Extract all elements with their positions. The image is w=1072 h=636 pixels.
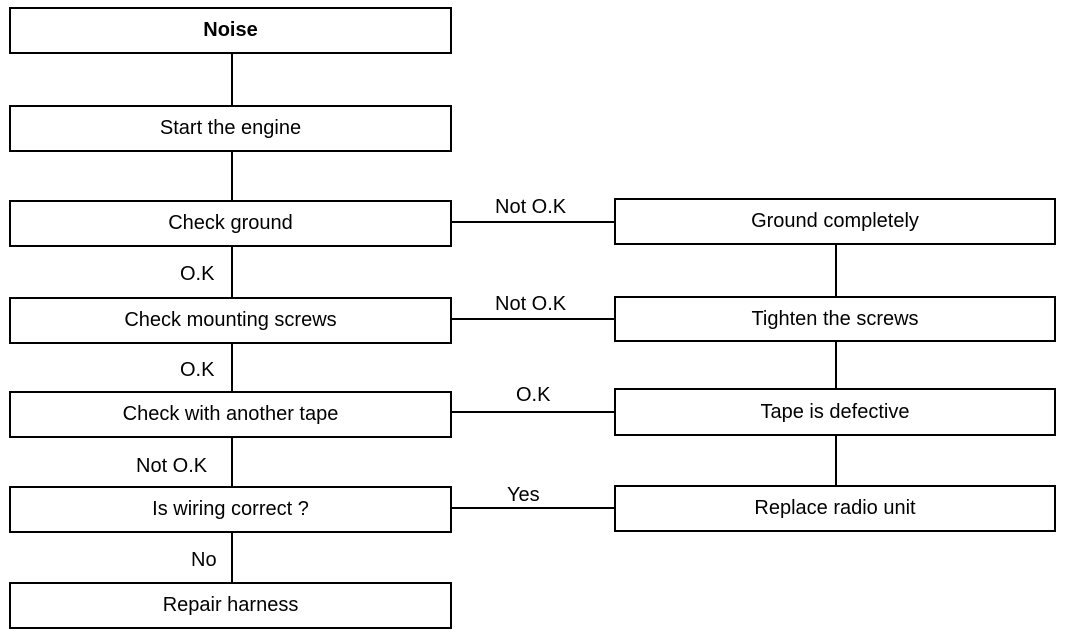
node-is-wiring-correct: Is wiring correct ? (9, 486, 452, 533)
node-ground-completely: Ground completely (614, 198, 1056, 245)
node-check-ground: Check ground (9, 200, 452, 247)
node-replace-radio-unit: Replace radio unit (614, 485, 1056, 532)
edge-label-ground-not-ok: Not O.K (495, 196, 567, 218)
node-start-engine: Start the engine (9, 105, 452, 152)
node-tighten-screws: Tighten the screws (614, 296, 1056, 342)
edge-label-ground-ok: O.K (180, 263, 215, 285)
edge-label-wiring-no: No (191, 549, 217, 571)
node-tape-defective: Tape is defective (614, 388, 1056, 436)
edge-label-screws-ok: O.K (180, 359, 215, 381)
node-check-another-tape: Check with another tape (9, 391, 452, 438)
node-noise: Noise (9, 7, 452, 54)
edge-label-tape-not-ok: Not O.K (136, 455, 208, 477)
edge-label-wiring-yes: Yes (507, 484, 540, 506)
node-check-mounting-screws: Check mounting screws (9, 297, 452, 344)
edge-label-tape-ok: O.K (516, 384, 551, 406)
node-repair-harness: Repair harness (9, 582, 452, 629)
edge-label-screws-not-ok: Not O.K (495, 293, 567, 315)
